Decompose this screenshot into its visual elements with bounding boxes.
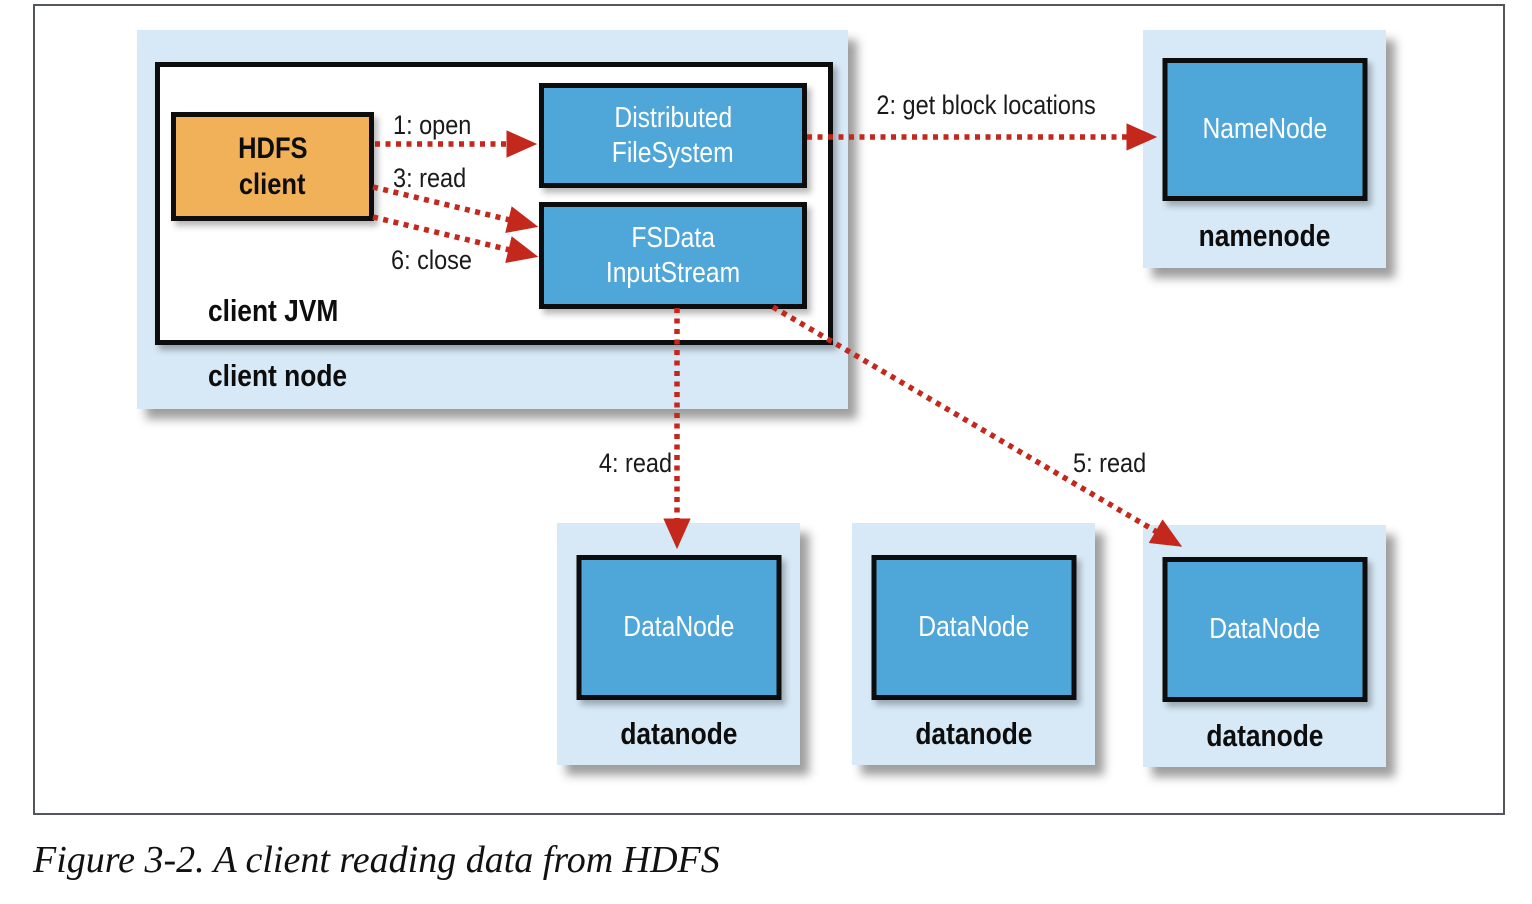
distributed-filesystem-label-line1: Distributed: [614, 102, 732, 135]
namenode-group: NameNode namenode: [1143, 30, 1386, 268]
figure-caption: Figure 3-2. A client reading data from H…: [33, 839, 720, 881]
namenode-box-label: NameNode: [1202, 113, 1327, 146]
namenode-box: NameNode: [1162, 58, 1367, 201]
datanode-label-2-text: datanode: [914, 716, 1033, 751]
arrow-3-label: 3: read: [393, 163, 477, 194]
client-node-label-text: client node: [208, 358, 348, 393]
datanode-box-2-label: DataNode: [917, 611, 1030, 644]
datanode-label-3: datanode: [1143, 718, 1386, 754]
arrow-6-label-text: 6: close: [391, 245, 472, 275]
fsdata-inputstream-box: FSData InputStream: [539, 202, 807, 309]
datanode-box-3: DataNode: [1162, 557, 1367, 702]
arrow-2-label: 2: get block locations: [843, 90, 1129, 121]
datanode-label-2: datanode: [852, 716, 1095, 752]
namenode-label-text: namenode: [1198, 218, 1331, 253]
fsdata-inputstream-label-line1: FSData: [631, 222, 715, 255]
arrow-5-label-text: 5: read: [1073, 448, 1147, 478]
hdfs-client-box: HDFS client: [171, 112, 374, 221]
datanode-group-1: DataNode datanode: [557, 523, 800, 765]
arrow-4-label-text: 4: read: [598, 448, 673, 478]
client-jvm-label-text: client JVM: [208, 293, 339, 328]
arrow-4-label: 4: read: [588, 448, 672, 479]
hdfs-client-label-line2: client: [239, 167, 306, 201]
arrow-1-label: 1: open: [393, 110, 483, 141]
arrow-6-label: 6: close: [391, 245, 484, 276]
datanode-group-3: DataNode datanode: [1143, 525, 1386, 767]
datanode-box-1: DataNode: [576, 555, 781, 700]
datanode-box-1-label: DataNode: [622, 611, 735, 644]
client-node-label: client node: [208, 358, 372, 394]
datanode-label-3-text: datanode: [1205, 718, 1324, 753]
fsdata-inputstream-label-line2: InputStream: [605, 256, 741, 289]
hdfs-client-label-line1: HDFS: [237, 131, 308, 165]
distributed-filesystem-label-line2: FileSystem: [612, 136, 734, 169]
figure-frame: HDFS client Distributed FileSystem FSDat…: [33, 4, 1505, 815]
arrow-2-label-text: 2: get block locations: [876, 90, 1096, 120]
datanode-box-3-label: DataNode: [1208, 613, 1321, 646]
datanode-group-2: DataNode datanode: [852, 523, 1095, 765]
arrow-5-label: 5: read: [1073, 448, 1157, 479]
datanode-box-2: DataNode: [871, 555, 1076, 700]
arrow-3-label-text: 3: read: [393, 163, 467, 193]
namenode-label: namenode: [1143, 218, 1386, 254]
arrow-1-label-text: 1: open: [393, 110, 472, 140]
datanode-label-1: datanode: [557, 716, 800, 752]
distributed-filesystem-box: Distributed FileSystem: [539, 83, 807, 188]
client-jvm-label: client JVM: [208, 293, 361, 329]
datanode-label-1-text: datanode: [619, 716, 738, 751]
